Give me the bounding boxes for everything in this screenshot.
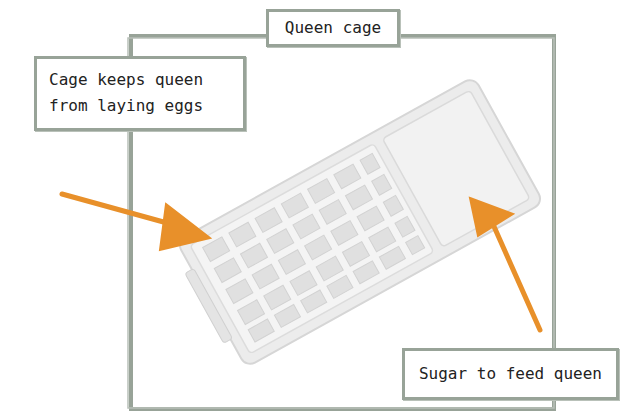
label-box: Cage keeps queen from laying eggs	[34, 56, 246, 131]
leader-arrow	[62, 194, 210, 250]
label-box: Queen cage	[266, 9, 400, 47]
label-text: Queen cage	[285, 15, 381, 41]
label-text: Sugar to feed queen	[419, 361, 602, 387]
label-text: Cage keeps queen from laying eggs	[49, 67, 231, 120]
label-box: Sugar to feed queen	[402, 348, 619, 400]
leader-arrow	[470, 198, 540, 330]
